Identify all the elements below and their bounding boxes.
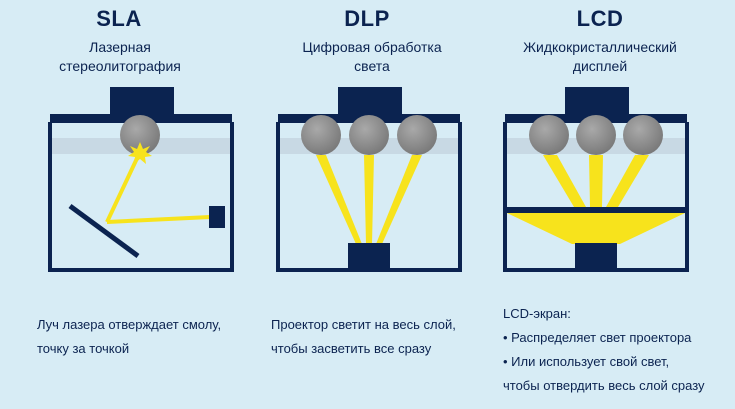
dlp-beam-center [364,155,374,244]
lcd-caption-line-3: • Или использует свой свет, [503,354,670,369]
dlp-part-sphere-1 [301,115,341,155]
lcd-diagram [503,87,689,272]
sla-caption-line-2: точку за точкой [37,341,130,356]
lcd-part-sphere-3 [623,115,663,155]
lcd-beam-center [589,155,603,207]
lcd-beam-right [606,155,649,207]
lcd-beam-left [543,155,586,207]
lcd-title: LCD [576,6,624,31]
lcd-caption-line-1: LCD-экран: [503,306,571,321]
sla-subtitle: Лазерная стереолитография [40,38,200,76]
dlp-beam-left [316,155,362,244]
dlp-part-sphere-3 [397,115,437,155]
sla-part-sphere [120,115,160,155]
sla-mirror [68,203,140,259]
dlp-diagram [276,87,462,272]
dlp-beam-right [376,155,422,244]
dlp-title: DLP [344,6,390,31]
dlp-caption-line-1: Проектор светит на весь слой, [271,317,456,332]
lcd-light-source [575,243,617,270]
lcd-part-sphere-1 [529,115,569,155]
lcd-subtitle: Жидкокристаллический дисплей [500,38,700,76]
sla-subtitle-line-2: стереолитография [59,58,181,74]
sla-caption: Луч лазера отверждает смолу, точку за то… [37,313,221,361]
lcd-light-spread [507,213,685,244]
sla-laser-source [209,206,225,228]
lcd-caption-line-2: • Распределяет свет проектора [503,330,692,345]
dlp-subtitle-line-1: Цифровая обработка [302,39,442,55]
dlp-subtitle: Цифровая обработка света [282,38,462,76]
sla-laser-beam-1 [105,151,142,223]
sla-subtitle-line-1: Лазерная [89,39,151,55]
sla-diagram [48,87,234,272]
sla-laser-beam-2 [106,215,211,224]
lcd-screen [507,207,685,213]
lcd-caption: LCD-экран: • Распределяет свет проектора… [503,302,705,398]
sla-vat [48,122,234,272]
sla-caption-line-1: Луч лазера отверждает смолу, [37,317,222,332]
dlp-caption-line-2: чтобы засветить все сразу [271,341,432,356]
sla-build-plate [110,87,174,115]
dlp-caption: Проектор светит на весь слой, чтобы засв… [271,313,456,361]
lcd-build-plate [565,87,629,115]
lcd-caption-line-4: чтобы отвердить весь слой сразу [503,378,705,393]
lcd-subtitle-line-2: дисплей [572,58,628,74]
dlp-build-plate [338,87,402,115]
lcd-subtitle-line-1: Жидкокристаллический [523,39,677,55]
sla-laser-spot [128,142,152,164]
sla-title: SLA [96,6,142,31]
lcd-part-sphere-2 [576,115,616,155]
dlp-part-sphere-2 [349,115,389,155]
dlp-subtitle-line-2: света [354,58,390,74]
dlp-projector [348,243,390,270]
